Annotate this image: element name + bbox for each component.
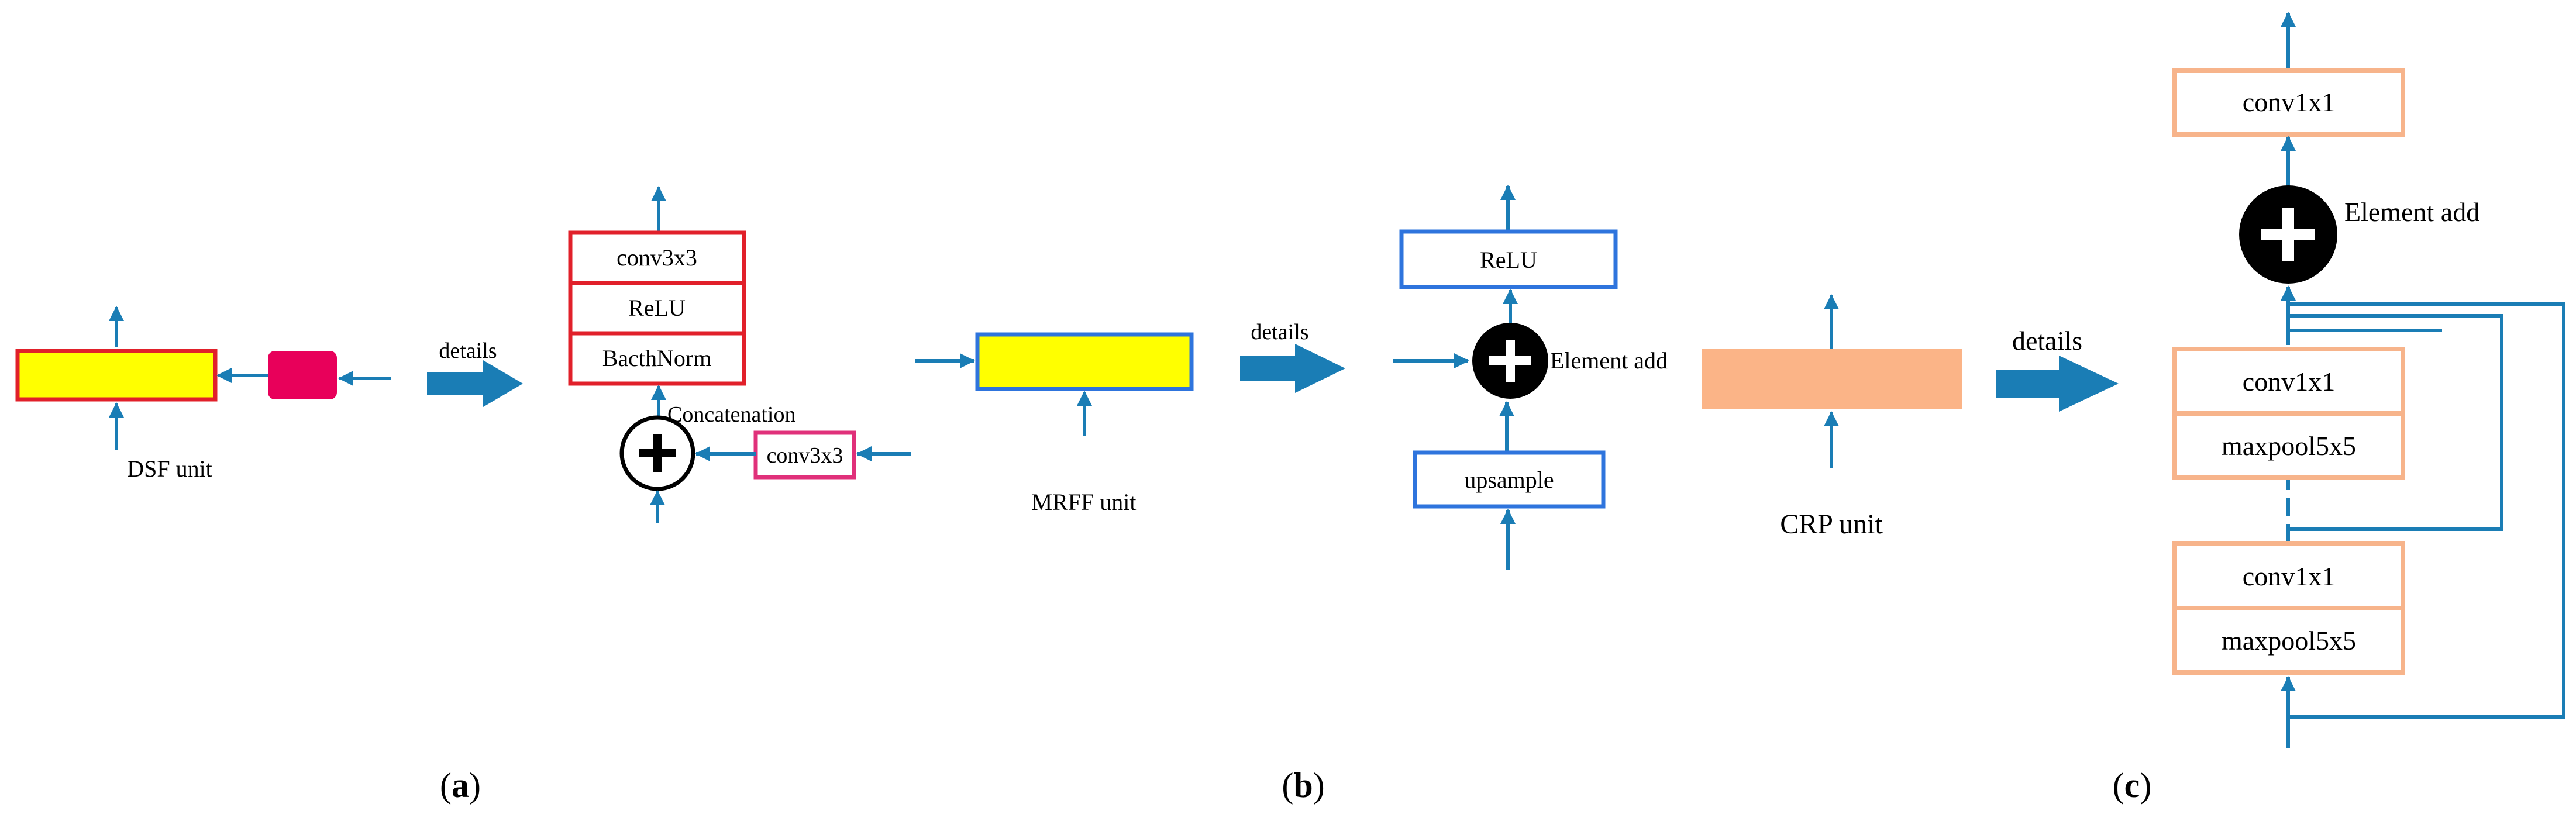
top-conv1x1-block	[2172, 68, 2405, 137]
panel-a: DSF unit details conv3x3 ReLU BacthNorm …	[15, 186, 911, 805]
relu-block-b	[1399, 229, 1618, 289]
conv3x3-block	[568, 230, 746, 285]
details-arrow-a	[427, 360, 523, 407]
details-label-c: details	[2012, 326, 2082, 356]
crp-unit-box	[1702, 349, 1962, 409]
upsample-block	[1413, 450, 1606, 509]
batchnorm-block	[568, 331, 746, 386]
upsample-label: upsample	[1464, 467, 1554, 493]
element-add-label-c: Element add	[2344, 197, 2479, 227]
panel-b: MRFF unit details ReLU Element add upsam…	[915, 185, 1668, 805]
conv3x3-label: conv3x3	[617, 244, 697, 271]
details-label-a: details	[439, 339, 497, 363]
skip-connection-input	[2288, 302, 2565, 719]
mrff-unit-box	[975, 332, 1194, 391]
stage2-conv1x1-label: conv1x1	[2243, 561, 2335, 591]
details-label-b: details	[1251, 320, 1308, 344]
side-conv3x3-label: conv3x3	[767, 443, 843, 468]
caption-a: (a)	[440, 766, 481, 805]
skip-connection-stage2	[2288, 314, 2503, 531]
element-add-icon-c	[2239, 185, 2337, 284]
batchnorm-label: BacthNorm	[602, 345, 712, 371]
stage1-maxpool-label: maxpool5x5	[2222, 431, 2356, 461]
relu-label-a: ReLU	[628, 295, 686, 321]
details-arrow-c	[1996, 356, 2119, 412]
stage2-conv1x1-block	[2172, 541, 2405, 610]
caption-b: (b)	[1282, 766, 1324, 805]
caption-c: (c)	[2113, 766, 2152, 805]
dsf-unit-label: DSF unit	[127, 456, 212, 482]
crp-unit-label: CRP unit	[1780, 509, 1883, 540]
mrff-unit-label: MRFF unit	[1032, 489, 1137, 515]
concatenation-label: Concatenation	[667, 402, 795, 427]
stage2-maxpool-label: maxpool5x5	[2222, 626, 2356, 656]
element-add-label-b: Element add	[1550, 347, 1668, 374]
details-arrow-b	[1240, 344, 1345, 393]
dsf-pink-block	[268, 351, 337, 399]
top-conv1x1-label: conv1x1	[2243, 87, 2335, 117]
stage1-maxpool-block	[2172, 411, 2405, 480]
element-add-icon-b	[1472, 323, 1548, 399]
panel-c: CRP unit details conv1x1 Element add con…	[1702, 12, 2565, 805]
stage2-maxpool-block	[2172, 606, 2405, 675]
relu-label-b: ReLU	[1480, 247, 1537, 273]
side-conv3x3-block	[753, 430, 856, 480]
stage1-conv1x1-label: conv1x1	[2243, 367, 2335, 396]
dsf-unit-box	[15, 349, 218, 402]
concatenation-plus-icon	[619, 415, 695, 491]
